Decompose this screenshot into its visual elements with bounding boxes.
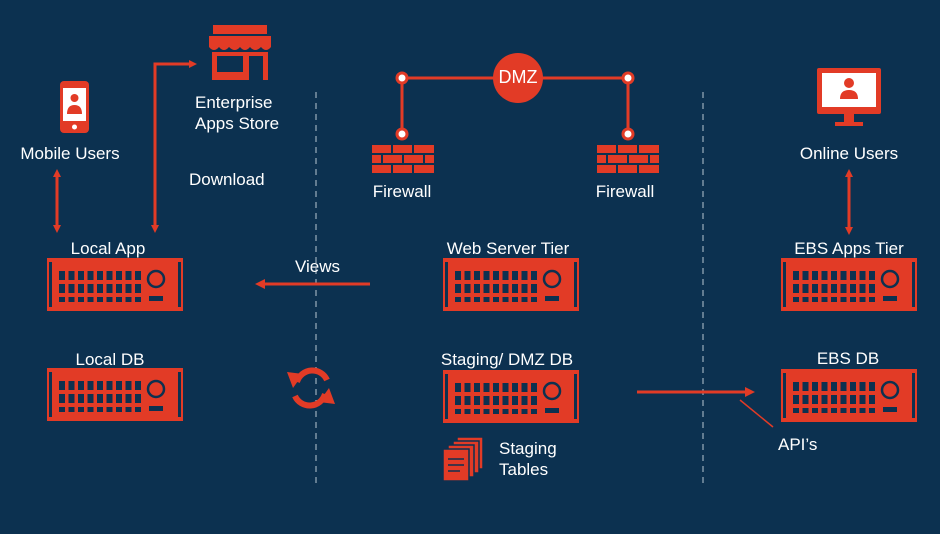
server-rack-icon [47, 368, 183, 421]
dmz-node [395, 71, 409, 85]
server-rack-icon [47, 258, 183, 311]
dmz-hub [493, 53, 543, 103]
apis-label: API’s [778, 435, 818, 454]
server-rack-icon [443, 370, 579, 423]
local-app-label: Local App [70, 239, 146, 258]
firewall-left-label: Firewall [372, 182, 432, 201]
firewall-right-label: Firewall [595, 182, 655, 201]
dmz-node [395, 127, 409, 141]
refresh-icon [287, 367, 335, 409]
server-rack-icon [781, 369, 917, 422]
brick-wall-icon [597, 145, 659, 173]
desktop-user-icon [817, 68, 881, 126]
server-rack-icon [781, 258, 917, 311]
views-label: Views [295, 257, 341, 276]
document-stack-icon [443, 437, 484, 481]
mobile-users-label: Mobile Users [20, 144, 120, 163]
dmz-node [621, 71, 635, 85]
brick-wall-icon [372, 145, 434, 173]
smartphone-icon [60, 81, 89, 133]
dmz-label: DMZ [498, 67, 538, 87]
local-db-label: Local DB [75, 350, 145, 369]
ebs-db-label: EBS DB [816, 349, 880, 368]
apis-pointer [739, 399, 774, 428]
online-users-label: Online Users [799, 144, 899, 163]
ebs-apps-tier-label: EBS Apps Tier [794, 239, 904, 258]
download-arrow [151, 60, 197, 233]
staging-tables-label: Staging Tables [499, 439, 557, 479]
storefront-icon [209, 25, 271, 80]
web-server-tier-label: Web Server Tier [446, 239, 570, 258]
dmz-node [621, 127, 635, 141]
enterprise-apps-store-label: Enterprise Apps Store [195, 93, 280, 133]
download-label: Download [189, 170, 265, 189]
staging-dmz-db-label: Staging/ DMZ DB [440, 350, 574, 369]
server-rack-icon [443, 258, 579, 311]
